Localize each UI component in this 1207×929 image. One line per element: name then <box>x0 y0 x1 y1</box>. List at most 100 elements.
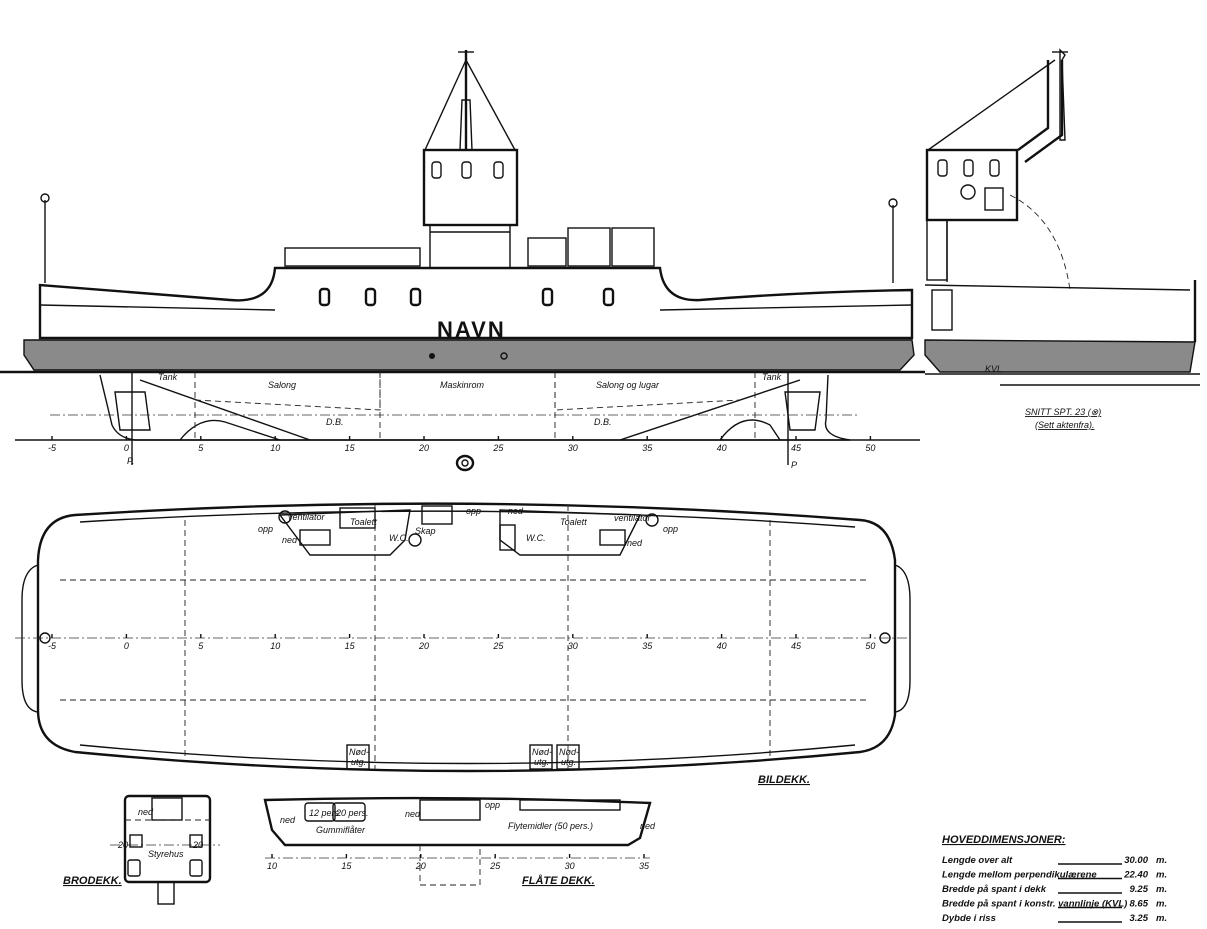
dimension-label: Lengde mellom perpendikulærene <box>942 870 1097 881</box>
ventilator-label: ventilator <box>288 512 326 522</box>
scale-tick-label: 20 <box>418 443 429 453</box>
toilet-label: Toalett <box>350 517 377 527</box>
scale-tick-label: 20 <box>415 861 426 871</box>
stair-grids <box>278 505 659 551</box>
dimension-label: Lengde over alt <box>942 855 1013 866</box>
scale-tick-label: 15 <box>345 641 356 651</box>
compartment-tank-fore: Tank <box>158 372 178 382</box>
scale-tick-label: 30 <box>568 641 578 651</box>
perpendicular-mark-fore: P. <box>127 456 134 466</box>
perpendicular-mark-aft: P <box>791 460 797 470</box>
section-subtitle: (Sett aktenfra). <box>1035 420 1095 430</box>
raft-deck-plan: 12 pers. 20 pers. Gummiflåter Flytemidle… <box>263 796 656 887</box>
scale-tick-label: 10 <box>267 861 277 871</box>
wheelhouse <box>422 148 519 268</box>
up-label: opp <box>466 506 481 516</box>
superstructure <box>38 266 914 340</box>
scale-tick-label: 25 <box>489 861 501 871</box>
down-label: ned <box>627 538 643 548</box>
scale-tick-label: 35 <box>642 443 653 453</box>
fore-mast <box>40 193 898 283</box>
scale-tick-label: 25 <box>492 443 504 453</box>
scale-tick-label: 35 <box>642 641 653 651</box>
scale-tick-label: 30 <box>565 861 575 871</box>
svg-text:Nød-: Nød- <box>532 747 552 757</box>
ventilator-label: ventilator <box>614 513 652 523</box>
dimension-label: Dybde i riss <box>942 913 996 924</box>
compartment-salong-og-lugar: Salong og lugar <box>596 380 660 390</box>
dimension-label: Bredde på spant i dekk <box>942 884 1047 895</box>
svg-text:utg.: utg. <box>534 757 549 767</box>
scale-tick-label: 10 <box>270 641 280 651</box>
dimension-value: 22.40 <box>1123 870 1148 881</box>
frame-number: 20 <box>192 840 203 850</box>
wc-label: W.C. <box>389 533 409 543</box>
scale-tick-label: 50 <box>865 443 875 453</box>
scale-tick-label: 40 <box>717 443 727 453</box>
scale-tick-label: 40 <box>717 641 727 651</box>
compartment-salong: Salong <box>268 380 296 390</box>
scale-tick-label: 10 <box>270 443 280 453</box>
dimension-unit: m. <box>1156 899 1167 910</box>
scale-tick-label: 5 <box>198 641 204 651</box>
scale-tick-label: -5 <box>48 443 57 453</box>
scale-tick-label: 45 <box>791 641 802 651</box>
scale-tick-label: 0 <box>124 641 129 651</box>
section-title: SNITT SPT. 23 (⊗) <box>1025 407 1101 417</box>
car-deck-plan: ventilator ventilator Toalett Toalett W.… <box>15 502 911 786</box>
svg-text:Nød-: Nød- <box>559 747 579 757</box>
dimension-unit: m. <box>1156 855 1167 866</box>
bridge-deck-title: BRODEKK. <box>63 875 122 887</box>
dimension-unit: m. <box>1156 884 1167 895</box>
scale-tick-label: 35 <box>639 861 650 871</box>
scale-tick-label: 30 <box>568 443 578 453</box>
dimension-row: Lengde over alt 30.00 m. <box>942 855 1167 866</box>
double-bottom-label: D.B. <box>326 417 344 427</box>
down-label: ned <box>640 821 656 831</box>
bridge-deck-plan: ned Styrehus 20 20 BRODEKK. <box>63 794 220 905</box>
frame-number: 20 <box>117 840 128 850</box>
scale-tick-label: 0 <box>124 443 129 453</box>
wheelhouse-label: Styrehus <box>148 849 184 859</box>
toilet-label: Toalett <box>560 517 587 527</box>
down-label: ned <box>282 535 298 545</box>
dimension-row: Bredde på spant i konstr. vannlinje (KVL… <box>942 899 1167 910</box>
up-label: opp <box>258 524 273 534</box>
buoyancy-label: Flytemidler (50 pers.) <box>508 821 593 831</box>
hull-name-navn: NAVN <box>437 317 506 342</box>
portholes <box>318 287 615 307</box>
dimension-value: 3.25 <box>1130 913 1149 924</box>
svg-text:Nød-: Nød- <box>349 747 369 757</box>
kvl-label: KVL <box>985 364 1002 374</box>
main-dimensions-title: HOVEDDIMENSJONER: <box>942 834 1066 846</box>
dimension-value: 8.65 <box>1130 899 1149 910</box>
up-label: opp <box>485 800 500 810</box>
dimension-row: Dybde i riss 3.25 m. <box>942 913 1167 924</box>
down-label: ned <box>280 815 296 825</box>
dimension-label: Bredde på spant i konstr. vannlinje (KVL… <box>942 899 1127 910</box>
down-label: ned <box>138 807 154 817</box>
svg-text:utg.: utg. <box>351 757 366 767</box>
dimension-unit: m. <box>1156 913 1167 924</box>
emergency-exit: Nød- utg. <box>529 744 553 770</box>
main-dimensions-table: HOVEDDIMENSJONER: Lengde over alt 30.00 m.… <box>942 834 1167 924</box>
scale-tick-label: 25 <box>492 641 504 651</box>
dimension-value: 30.00 <box>1124 855 1148 866</box>
cabinet-label: Skap <box>415 526 436 536</box>
deck-frame-lines <box>60 505 870 770</box>
ship-wheel-icon <box>960 184 976 200</box>
wc-label: W.C. <box>526 533 546 543</box>
scale-tick-label: 50 <box>865 641 875 651</box>
frame-lines <box>194 372 756 440</box>
compartment-tank-aft: Tank <box>762 372 782 382</box>
down-label: ned <box>405 809 421 819</box>
deck-rafts <box>284 227 655 267</box>
double-bottom-label: D.B. <box>594 417 612 427</box>
up-label: opp <box>663 524 678 534</box>
scale-tick-label: -5 <box>48 641 57 651</box>
